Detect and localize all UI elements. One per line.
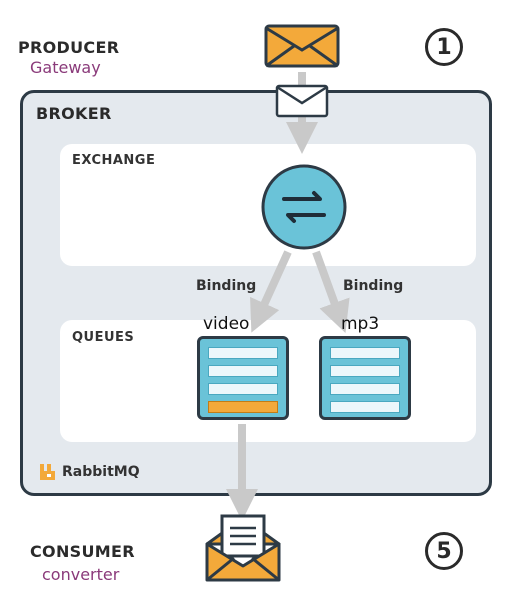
queue-video bbox=[197, 336, 289, 420]
exchange-arrows-icon bbox=[261, 164, 347, 250]
envelope-icon bbox=[264, 24, 340, 68]
consumer-title: CONSUMER bbox=[30, 542, 135, 561]
open-envelope-icon bbox=[205, 514, 281, 582]
queue-slot bbox=[330, 383, 400, 395]
rabbitmq-logo-icon bbox=[40, 464, 55, 480]
producer-subtitle: Gateway bbox=[30, 58, 101, 77]
queue-slot bbox=[330, 401, 400, 413]
queue-slot bbox=[330, 347, 400, 359]
queue-slot bbox=[208, 365, 278, 377]
exchange-to-mp3-arrow bbox=[312, 250, 350, 334]
binding-label-mp3: Binding bbox=[343, 278, 404, 294]
exchange-label: EXCHANGE bbox=[72, 153, 156, 168]
consumer-subtitle: converter bbox=[42, 565, 120, 584]
queue-slot bbox=[208, 383, 278, 395]
binding-label-video: Binding bbox=[196, 278, 257, 294]
queue-name-video: video bbox=[203, 314, 250, 334]
producer-title: PRODUCER bbox=[18, 38, 120, 57]
queue-slot-message bbox=[208, 401, 278, 413]
rabbitmq-brand-label: RabbitMQ bbox=[62, 464, 140, 480]
queue-mp3 bbox=[319, 336, 411, 420]
exchange-to-video-arrow bbox=[250, 250, 292, 333]
queue-name-mp3: mp3 bbox=[341, 314, 380, 334]
message-envelope-icon bbox=[275, 84, 329, 118]
queues-label: QUEUES bbox=[72, 330, 135, 345]
queue-slot bbox=[208, 347, 278, 359]
broker-title: BROKER bbox=[36, 104, 112, 123]
step-5-badge: 5 bbox=[425, 532, 463, 570]
queue-slot bbox=[330, 365, 400, 377]
step-1-badge: 1 bbox=[425, 28, 463, 66]
